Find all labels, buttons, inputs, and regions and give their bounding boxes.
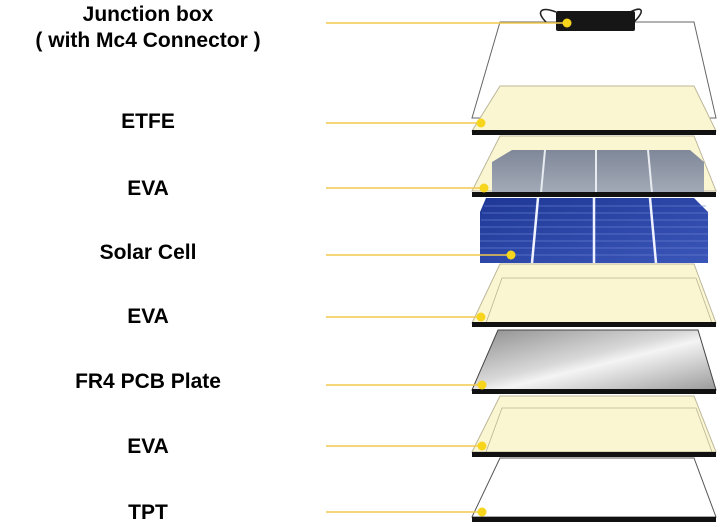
label-fr4-pcb-text: FR4 PCB Plate: [75, 370, 221, 393]
label-junction-box-line2: ( with Mc4 Connector ): [35, 29, 261, 52]
junction-box-icon: [556, 11, 635, 31]
label-solar-cell-text: Solar Cell: [99, 241, 197, 264]
label-eva-bottom: EVA: [0, 434, 296, 460]
label-solar-cell: Solar Cell: [0, 240, 296, 266]
fr4-pcb-layer: [471, 329, 717, 394]
solar-cell-layer: [480, 197, 708, 264]
tpt-layer: [471, 457, 717, 522]
label-etfe-text: ETFE: [121, 110, 175, 133]
label-junction-box: Junction box ( with Mc4 Connector ): [0, 2, 296, 54]
label-eva-middle-text: EVA: [127, 305, 169, 328]
dot-fr4-pcb: [477, 380, 487, 390]
label-tpt: TPT: [0, 500, 296, 526]
dot-eva-top: [479, 183, 489, 193]
eva-top-layer: [471, 135, 717, 197]
label-eva-bottom-text: EVA: [127, 435, 169, 458]
dot-junction-box: [562, 18, 572, 28]
label-etfe: ETFE: [0, 109, 296, 135]
leader-lines: [326, 22, 566, 513]
dot-eva-bottom: [477, 441, 487, 451]
label-eva-top-text: EVA: [127, 177, 169, 200]
gray-cell-shape: [492, 150, 704, 193]
etfe-layer: [471, 85, 717, 135]
dot-tpt: [477, 507, 487, 517]
label-tpt-text: TPT: [128, 501, 168, 524]
leader-dots: [476, 18, 572, 517]
dot-etfe: [476, 118, 486, 128]
dot-solar-cell: [506, 250, 516, 260]
label-fr4-pcb: FR4 PCB Plate: [0, 369, 296, 395]
label-eva-middle: EVA: [0, 304, 296, 330]
label-eva-top: EVA: [0, 176, 296, 202]
eva-middle-layer: [471, 263, 717, 327]
label-junction-box-line1: Junction box: [82, 3, 214, 26]
dot-eva-middle: [476, 312, 486, 322]
eva-bottom-layer: [471, 395, 717, 457]
